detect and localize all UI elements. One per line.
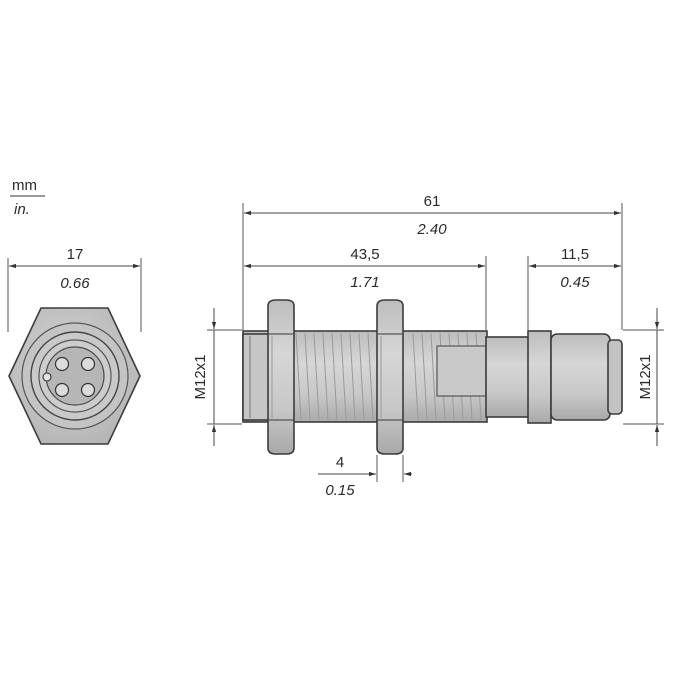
units-legend: mm in. — [10, 177, 45, 218]
overall-length-in: 2.40 — [416, 221, 447, 238]
thread-line — [313, 332, 320, 421]
connector-insert — [45, 346, 105, 406]
thread-right-label: M12x1 — [637, 354, 654, 399]
pin-3 — [54, 382, 70, 398]
hex-width-mm: 17 — [67, 246, 84, 263]
body-flat — [436, 345, 487, 397]
unit-mm-label: mm — [12, 177, 37, 194]
thread-line — [304, 332, 311, 421]
lock-nut-left — [267, 299, 295, 455]
overall-length-mm: 61 — [424, 193, 441, 210]
hex-width-in: 0.66 — [60, 275, 90, 292]
coding-key — [42, 372, 52, 382]
thread-line — [367, 332, 374, 421]
nut-thickness-mm: 4 — [336, 454, 344, 471]
thread-line — [430, 332, 437, 421]
thread-line — [421, 332, 428, 421]
pin-4 — [80, 382, 96, 398]
lock-nut-right — [376, 299, 404, 455]
nut-thickness-in: 0.15 — [325, 482, 355, 499]
thread-line — [349, 332, 356, 421]
unit-in-label: in. — [14, 201, 30, 218]
thread-line — [412, 332, 419, 421]
connector-tip — [607, 339, 623, 415]
thread-line — [331, 332, 338, 421]
thread-line — [322, 332, 329, 421]
thread-left-label: M12x1 — [192, 354, 209, 399]
side-view: 61 2.40 43,5 1.71 11,5 0.45 — [192, 193, 664, 499]
connector-collar — [527, 330, 552, 424]
thread-length-in: 1.71 — [350, 274, 379, 291]
sensing-face-ring — [242, 333, 270, 421]
connector-body — [550, 333, 611, 421]
thread-line — [358, 332, 365, 421]
front-view: 17 0.66 — [7, 246, 142, 445]
thread-line — [295, 332, 302, 421]
connector-length-in: 0.45 — [560, 274, 590, 291]
body-neck — [485, 336, 531, 418]
thread-length-mm: 43,5 — [350, 246, 379, 263]
thread-line — [340, 332, 347, 421]
pin-2 — [80, 356, 96, 372]
connector-length-mm: 11,5 — [561, 246, 589, 263]
pin-1 — [54, 356, 70, 372]
